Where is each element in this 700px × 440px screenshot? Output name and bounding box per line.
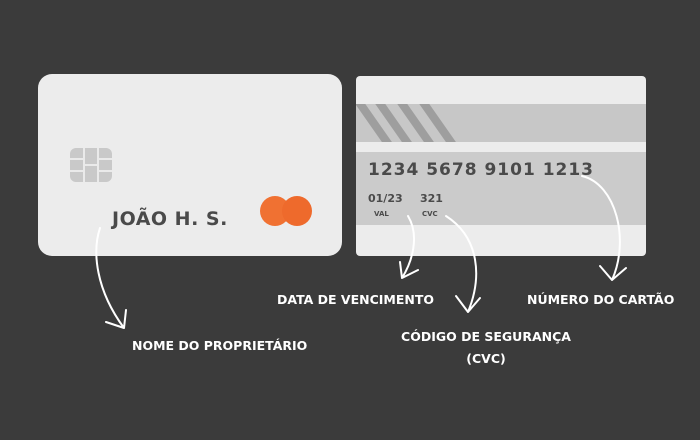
magnetic-stripe: [356, 104, 646, 142]
expiry-date: 01/23: [368, 192, 403, 205]
card-brand-logo-icon: [260, 196, 316, 228]
card-back: 1234 5678 9101 1213 01/23 VAL 321 CVC: [356, 76, 646, 256]
chip-icon: [70, 148, 112, 182]
annotation-card-number: NÚMERO DO CARTÃO: [527, 292, 675, 307]
annotation-owner: NOME DO PROPRIETÁRIO: [132, 338, 308, 353]
arrow-icon: [581, 175, 627, 281]
arrow-icon: [95, 227, 127, 329]
card-holder-name: JOÃO H. S.: [112, 208, 228, 230]
cvc-code: 321: [420, 192, 443, 205]
card-number: 1234 5678 9101 1213: [368, 160, 595, 180]
card-info-band: 1234 5678 9101 1213 01/23 VAL 321 CVC: [356, 152, 646, 225]
cvc-label: CVC: [422, 210, 438, 218]
arrow-icon: [399, 215, 419, 279]
card-front: JOÃO H. S.: [38, 74, 342, 256]
annotation-cvc: CÓDIGO DE SEGURANÇA (CVC): [401, 329, 571, 366]
expiry-label: VAL: [374, 210, 389, 218]
arrow-icon: [445, 215, 481, 313]
annotation-expiry: DATA DE VENCIMENTO: [277, 292, 435, 307]
